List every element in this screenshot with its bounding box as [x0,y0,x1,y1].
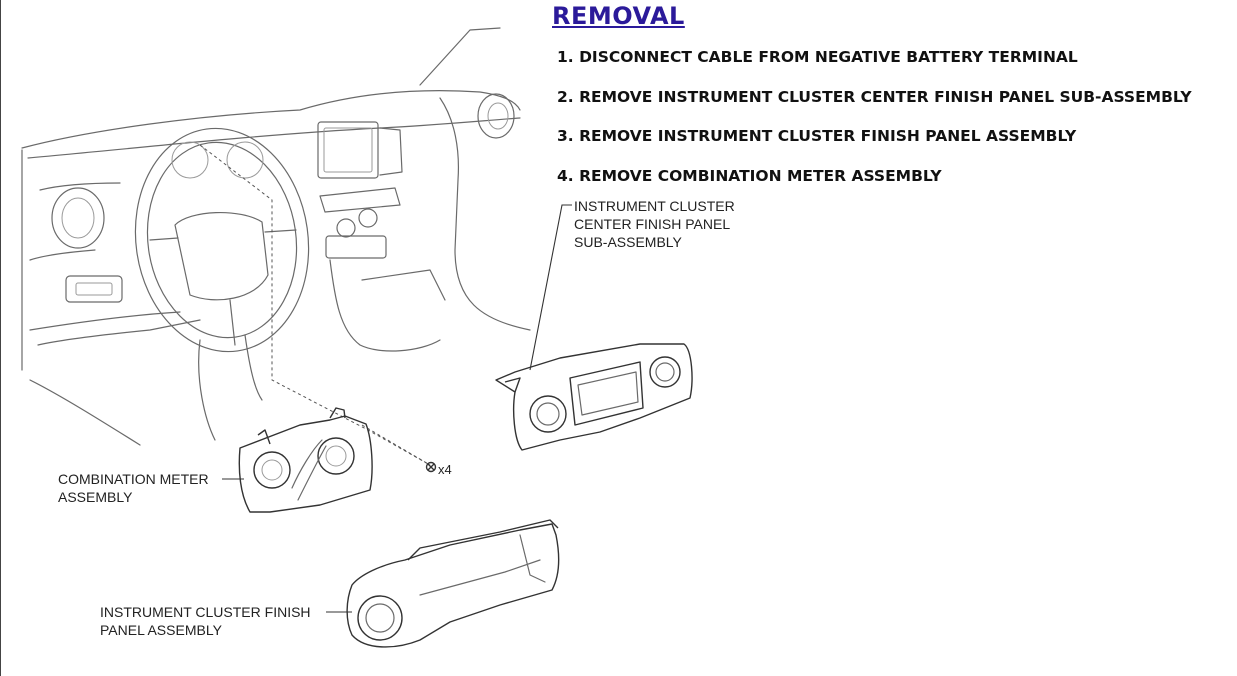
center-finish-panel-drawing [495,204,693,451]
page-border [0,0,1,676]
screw-count-label: x4 [438,462,452,477]
step-2: 2. REMOVE INSTRUMENT CLUSTER CENTER FINI… [557,87,1192,106]
step-4: 4. REMOVE COMBINATION METER ASSEMBLY [557,166,942,185]
combination-meter-drawing [222,407,373,513]
center-finish-panel-label: INSTRUMENT CLUSTER CENTER FINISH PANEL S… [574,197,735,251]
cluster-finish-panel-label: INSTRUMENT CLUSTER FINISH PANEL ASSEMBLY [100,603,311,639]
label-line: INSTRUMENT CLUSTER FINISH [100,604,311,620]
label-line: CENTER FINISH PANEL [574,216,731,232]
combination-meter-label: COMBINATION METER ASSEMBLY [58,470,209,506]
label-line: PANEL ASSEMBLY [100,622,222,638]
screw-drawing [425,461,437,473]
label-line: COMBINATION METER [58,471,209,487]
dashboard-drawing [21,27,531,466]
label-line: INSTRUMENT CLUSTER [574,198,735,214]
step-1: 1. DISCONNECT CABLE FROM NEGATIVE BATTER… [557,48,1078,66]
label-line: SUB-ASSEMBLY [574,234,682,250]
procedure-steps: 1. DISCONNECT CABLE FROM NEGATIVE BATTER… [557,46,1192,204]
removal-heading[interactable]: REMOVAL [552,2,685,30]
cluster-finish-panel-drawing [326,519,560,648]
label-line: ASSEMBLY [58,489,133,505]
step-3: 3. REMOVE INSTRUMENT CLUSTER FINISH PANE… [557,127,1077,145]
